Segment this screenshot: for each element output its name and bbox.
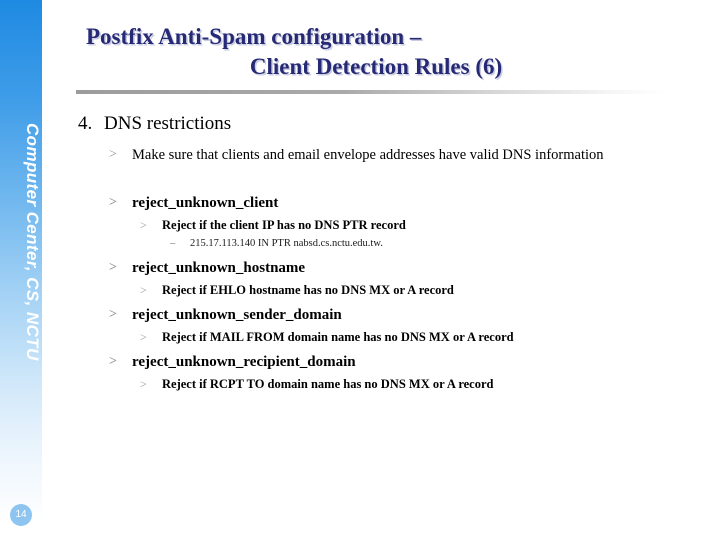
- section-heading-row: 4. DNS restrictions: [76, 112, 706, 136]
- rule-name-row: > reject_unknown_recipient_domain: [76, 353, 706, 371]
- rule-description-text: Reject if MAIL FROM domain name has no D…: [162, 330, 514, 344]
- intro-bullet-text: Make sure that clients and email envelop…: [132, 147, 604, 163]
- rule-example-text: 215.17.113.140 IN PTR nabsd.cs.nctu.edu.…: [190, 238, 383, 249]
- rule-name-row: > reject_unknown_hostname: [76, 259, 706, 277]
- bullet-marker-chevron-icon: >: [109, 260, 117, 275]
- rule-name-row: > reject_unknown_client: [76, 194, 706, 212]
- sub-bullet-marker-chevron-icon: >: [140, 283, 147, 297]
- rule-name-text: reject_unknown_client: [132, 195, 279, 211]
- slide-title-line-1: Postfix Anti-Spam configuration –: [86, 24, 422, 49]
- rule-name-row: > reject_unknown_sender_domain: [76, 306, 706, 324]
- rule-name-text: reject_unknown_recipient_domain: [132, 354, 356, 370]
- bullet-marker-chevron-icon: >: [109, 307, 117, 322]
- section-heading-text: DNS restrictions: [104, 113, 232, 134]
- rule-name-text: reject_unknown_sender_domain: [132, 307, 342, 323]
- rule-name-text: reject_unknown_hostname: [132, 260, 306, 276]
- rule-description-row: > Reject if RCPT TO domain name has no D…: [76, 376, 706, 392]
- slide-title-line-2: Client Detection Rules (6): [249, 54, 503, 79]
- dash-bullet-marker-icon: –: [170, 238, 176, 249]
- rule-description-row: > Reject if EHLO hostname has no DNS MX …: [76, 282, 706, 298]
- sidebar-vertical-label: Computer Center, CS, NCTU: [23, 123, 42, 361]
- bullet-marker-chevron-icon: >: [109, 354, 117, 369]
- rule-description-text: Reject if EHLO hostname has no DNS MX or…: [162, 283, 454, 297]
- sub-bullet-marker-chevron-icon: >: [140, 377, 147, 391]
- slide-body: 4. DNS restrictions > Make sure that cli…: [76, 112, 706, 392]
- sub-bullet-marker-chevron-icon: >: [140, 330, 147, 344]
- left-sidebar-band: Computer Center, CS, NCTU 14: [0, 0, 42, 540]
- bullet-marker-chevron-icon: >: [109, 147, 117, 162]
- rule-example-row: – 215.17.113.140 IN PTR nabsd.cs.nctu.ed…: [76, 237, 706, 251]
- title-underline-rule: [76, 90, 666, 94]
- rule-description-row: > Reject if MAIL FROM domain name has no…: [76, 329, 706, 345]
- rule-description-text: Reject if the client IP has no DNS PTR r…: [162, 218, 406, 232]
- rule-description-row: > Reject if the client IP has no DNS PTR…: [76, 217, 706, 233]
- spacer: [76, 164, 706, 186]
- sub-bullet-marker-chevron-icon: >: [140, 218, 147, 232]
- bullet-marker-chevron-icon: >: [109, 195, 117, 210]
- rule-description-text: Reject if RCPT TO domain name has no DNS…: [162, 377, 494, 391]
- intro-bullet: > Make sure that clients and email envel…: [76, 146, 706, 164]
- section-number: 4.: [78, 113, 93, 134]
- page-number-badge: 14: [10, 504, 32, 526]
- slide-title: Postfix Anti-Spam configuration – Client…: [76, 22, 676, 82]
